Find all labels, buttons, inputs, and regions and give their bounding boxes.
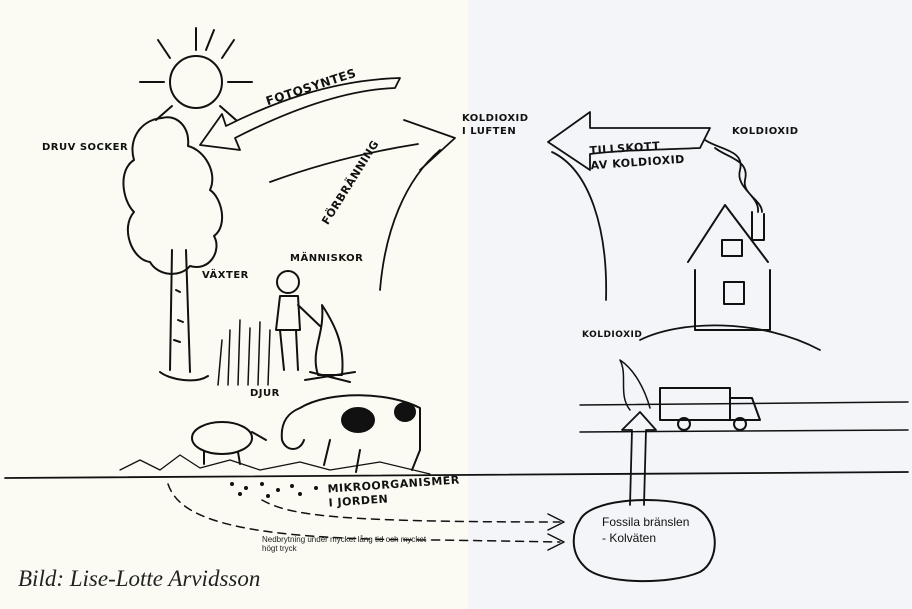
image-credit: Bild: Lise-Lotte Arvidsson: [18, 566, 261, 591]
chimney-smoke: [704, 139, 763, 213]
grass-tufts: [119, 454, 431, 475]
koldioxid-house-label: KOLDIOXID: [732, 126, 799, 137]
right-arc: [551, 151, 608, 301]
truck-icon: [659, 387, 761, 431]
soil-particles: [230, 482, 318, 498]
nedbrytning-label: Nedbrytning under mycket lång tid och my…: [262, 535, 427, 553]
manniskor-label: MÄNNISKOR: [290, 253, 364, 264]
fossil-fuels-blob: [572, 499, 716, 583]
forbranning-arrow: [269, 119, 456, 183]
vaxter-label: VÄXTER: [202, 270, 249, 281]
fire-icon: [304, 304, 356, 383]
tillskott-arrow: [547, 111, 711, 171]
house-icon: [687, 204, 771, 331]
ground-line: [4, 471, 909, 479]
plants-icon: [217, 319, 271, 386]
fossil-pipe: [621, 411, 657, 506]
fossil-fuels-label: Fossila bränslen - Kolväten: [602, 515, 690, 545]
sun-icon: [139, 27, 253, 121]
fire-to-air-arrow: [379, 149, 441, 291]
road: [579, 401, 909, 433]
tree-icon: [122, 116, 224, 382]
koldioxid-car-label: KOLDIOXID: [582, 330, 643, 340]
left-panel-background: [0, 0, 468, 609]
car-exhaust: [619, 359, 651, 411]
koldioxid-luften-label: KOLDIOXID I LUFTEN: [462, 113, 529, 137]
hill: [639, 324, 821, 351]
decomposition-arrow-2: [261, 499, 561, 523]
cow-icon: [280, 394, 421, 473]
druvsocker-label: DRUV SOCKER: [42, 142, 129, 153]
djur-label: DJUR: [250, 388, 280, 399]
decomposition-arrow-1: [167, 483, 561, 543]
fotosyntes-arrow: [199, 77, 401, 151]
pig-icon: [191, 421, 267, 465]
right-panel-background: [468, 0, 912, 609]
person-icon: [275, 270, 321, 371]
